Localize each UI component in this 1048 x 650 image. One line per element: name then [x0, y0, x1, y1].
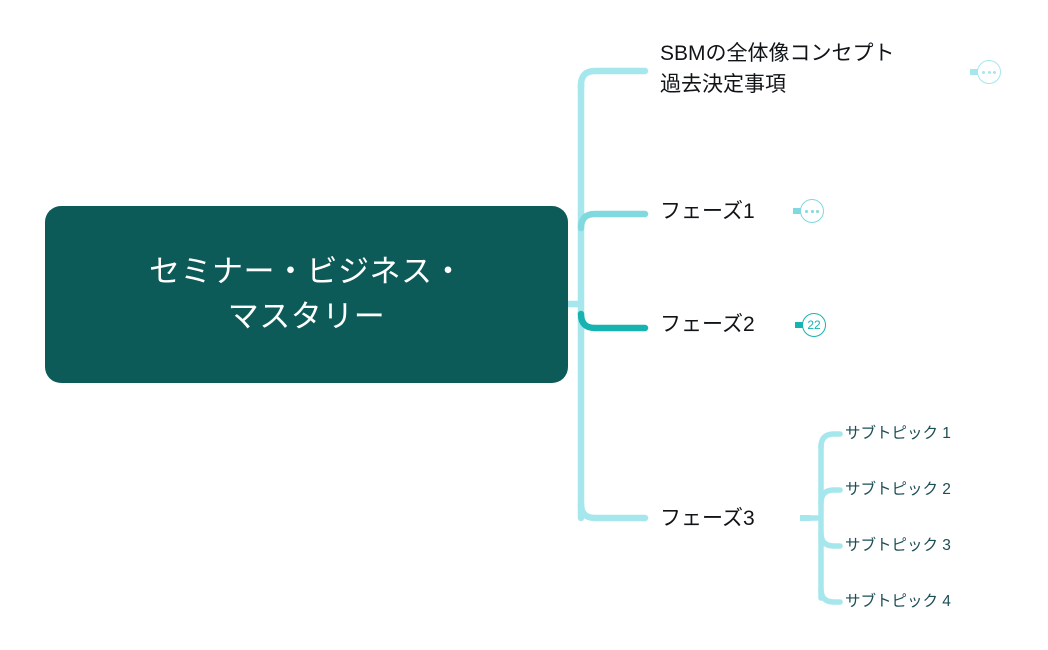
- connector-subtopic-2: [818, 487, 843, 506]
- connector-branch-1: [577, 67, 649, 92]
- branch-4-connector-stub: [800, 515, 811, 521]
- ellipsis-icon: [982, 70, 996, 74]
- connector-subtopic-1: [818, 431, 843, 450]
- branch-node-3[interactable]: フェーズ2: [660, 309, 755, 340]
- connector-branch-2: [577, 210, 649, 232]
- subtopic-node-4[interactable]: サブトピック 4: [845, 593, 951, 610]
- connector-subtopic-4: [818, 586, 843, 605]
- branch-node-1[interactable]: SBMの全体像コンセプト 過去決定事項: [660, 38, 895, 100]
- branch-node-4-label: フェーズ3: [660, 507, 755, 530]
- subtopic-node-2[interactable]: サブトピック 2: [845, 481, 951, 498]
- branch-node-1-label: SBMの全体像コンセプト 過去決定事項: [660, 42, 895, 97]
- branch-1-more-badge[interactable]: [977, 60, 1001, 84]
- connector-subtopic-3: [818, 530, 843, 549]
- branch-node-2-label: フェーズ1: [660, 200, 755, 223]
- ellipsis-icon: [805, 209, 819, 213]
- branch-node-2[interactable]: フェーズ1: [660, 196, 755, 227]
- branch-node-3-label: フェーズ2: [660, 313, 755, 336]
- subtopic-node-3[interactable]: サブトピック 3: [845, 537, 951, 554]
- connector-branch-4: [577, 500, 649, 522]
- branch-3-count-badge[interactable]: 22: [802, 313, 826, 337]
- branch-2-more-badge[interactable]: [800, 199, 824, 223]
- root-node[interactable]: セミナー・ビジネス・ マスタリー: [45, 206, 568, 383]
- root-node-label: セミナー・ビジネス・ マスタリー: [149, 254, 464, 334]
- subtopic-node-1[interactable]: サブトピック 1: [845, 425, 951, 442]
- branch-3-count-value: 22: [807, 318, 821, 332]
- branch-node-4[interactable]: フェーズ3: [660, 503, 755, 534]
- connector-branch-3: [577, 310, 649, 332]
